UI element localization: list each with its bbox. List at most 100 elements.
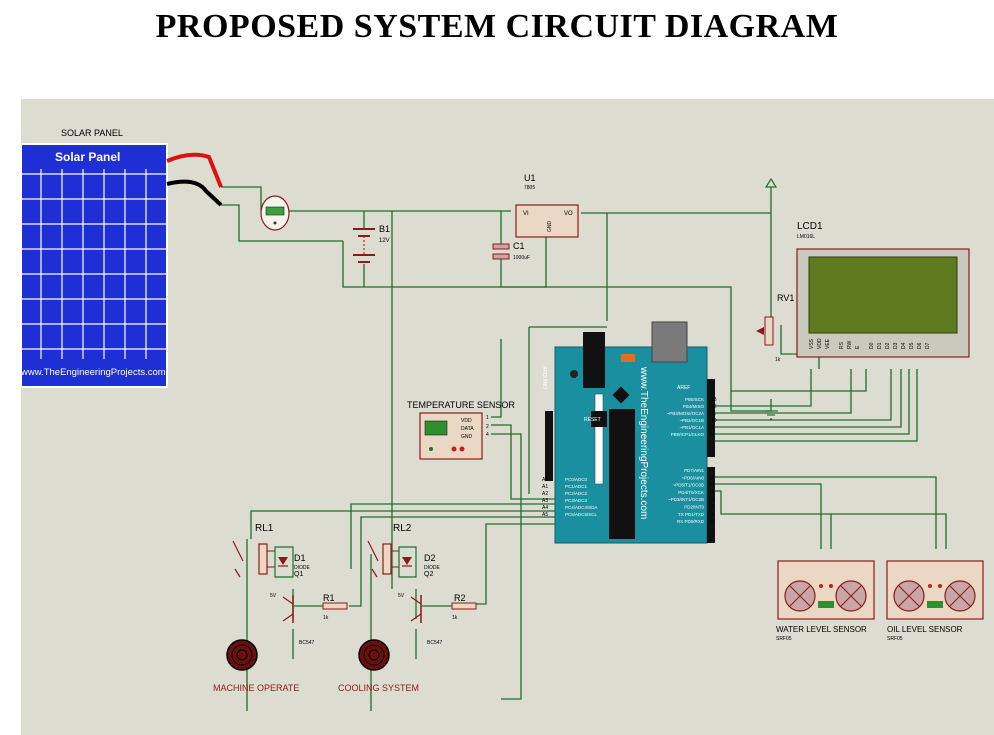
wire-water-trig [714,483,822,549]
pot-value: 1k [775,357,781,363]
wire-solar-positive [221,186,262,211]
analog-pin-number: A0 [542,477,548,483]
atmega328-chip [609,409,635,539]
digital-high-pin-number: 8 [711,432,714,438]
arduino-aref: AREF [677,385,690,391]
wire-solar-negative [221,204,343,242]
wire-a3-r1 [349,516,561,607]
regulator-pin-out: VO [564,211,573,217]
svg-text:D3: D3 [893,342,899,349]
relay1-ref: RL1 [255,523,274,534]
atmega16u2-chip [612,386,630,404]
solar-url: www.TheEngineeringProjects.com [21,367,166,378]
analog-pin-number: A1 [542,484,548,490]
digital-high-pin-number: 9 [711,425,714,431]
wire-oil-echo [831,513,947,549]
solar-panel-grid [21,169,167,359]
cooling-motor: COOLING SYSTEM [338,639,419,693]
pot-ref: RV1 [777,293,794,303]
relay1-transistor-part: BC547 [299,640,315,646]
diode-d2 [402,557,412,565]
water-sensor-part: SRF05 [776,636,792,642]
svg-text:D1: D1 [877,342,883,349]
regulator-part: 7805 [524,185,535,191]
wire-5v-rail [581,187,772,214]
wire-lcd-gnd [730,391,772,412]
arduino-brand: www.TheEngineeringProjects.com [638,366,649,519]
analog-pin-label: PC2/ADC2 [565,491,588,496]
r2-ref: R2 [454,593,466,603]
solar-panel-body [21,143,168,388]
wire-temp-data [491,424,561,500]
digital-low-pin-number: 6 [711,475,714,481]
digital-low-pin-number: 1 [711,512,714,518]
wires [221,186,947,711]
analog-pin-label: PC3/ADC3 [565,498,588,503]
digital-high-pin-number: 13 [711,397,717,403]
lcd-pins: VSS VDD VEE RS RW E D0 D1 D2 D3 D4 D5 D6… [809,338,931,349]
temp-pin-num-3: 4 [486,432,489,438]
schematic-canvas: SOLAR PANEL Solar Panel www.TheEngineeri… [21,99,994,735]
svg-text:D2: D2 [885,342,891,349]
wire-lcd-d4 [714,369,892,421]
solar-panel: SOLAR PANEL Solar Panel www.TheEngineeri… [21,128,223,388]
wire-water-echo [714,490,832,549]
ground-symbol [764,410,778,420]
svg-text:RW: RW [847,340,853,349]
cooling-label: COOLING SYSTEM [338,683,419,693]
wire-a4-r2 [476,523,561,605]
battery-ref: B1 [379,224,390,234]
relay2-supply: 5V [398,593,405,599]
analog-pin-number: A4 [542,505,548,511]
fuse [621,354,635,362]
page-title: PROPOSED SYSTEM CIRCUIT DIAGRAM [155,8,839,45]
temp-pin-vdd: VDD [461,418,472,424]
lcd-ref: LCD1 [797,221,823,232]
wire-ground-return [342,241,501,288]
digital-high-pin-label: ~PB3/MOSI/OC2A [667,411,704,416]
solar-black-lead [166,179,223,207]
digital-low-pin-number: 3 [711,497,714,503]
r1-ref: R1 [323,593,335,603]
solar-voltage-sensor [260,195,290,231]
digital-low-pin-label: PD7/AIN1 [684,468,705,473]
relay1-transistor: Q1 [294,571,303,578]
lcd-display: LCD1 LM016L VSS VDD VEE RS RW E D0 D1 D2… [796,221,970,358]
water-level-sensor: WATER LEVEL SENSOR SRF05 [776,560,875,642]
power-terminal-arrow [764,177,778,188]
analog-pin-label: PC1/ADC1 [565,484,588,489]
reset-button [591,411,607,427]
r2-value: 1k [452,615,458,621]
digital-high-pin-number: 12 [711,404,717,410]
svg-text:VDD: VDD [817,338,823,349]
digital-high-pin-label: PB4/MISO [683,404,705,409]
wire-lcd-d7 [714,369,918,442]
capacitor-ref: C1 [513,241,525,251]
water-sensor-label: WATER LEVEL SENSOR [776,625,867,634]
oil-level-sensor: OIL LEVEL SENSOR SRF05 [886,560,984,642]
regulator-pin-gnd: GND [547,221,553,233]
digital-low-pin-label: ~PD3/INT1/OC2B [668,497,704,502]
digital-high-pin-label: ~PB1/OC1A [679,425,704,430]
usb-port [651,321,688,363]
wire-temp-gnd [491,433,522,700]
resistor-r2: R2 1k [421,593,477,621]
wire-lcd-d6 [714,369,910,435]
digital-high-pin-number: 10 [711,418,717,424]
wire-temp-vdd [491,339,502,418]
svg-text:VEE: VEE [825,338,831,349]
relay2-transistor-part: BC547 [427,640,443,646]
wire-a2 [250,510,561,539]
digital-low-pin-number: 2 [711,505,714,511]
power-jack [583,332,605,388]
battery-value: 12V [379,238,390,244]
wire-oil-trig [714,476,937,549]
analog-labels: PC0/ADC0A0PC1/ADC1A1PC2/ADC2A2PC3/ADC3A3… [542,477,598,518]
regulator-u1: U1 7805 VI VO GND [515,173,579,238]
digital-low-pin-number: 0 [711,519,714,525]
r1-value: 1k [323,615,329,621]
potentiometer-rv1: RV1 1k [756,293,794,363]
capacitor-c1: C1 1000uF [492,241,530,261]
temp-sensor-label: TEMPERATURE SENSOR [407,400,515,410]
